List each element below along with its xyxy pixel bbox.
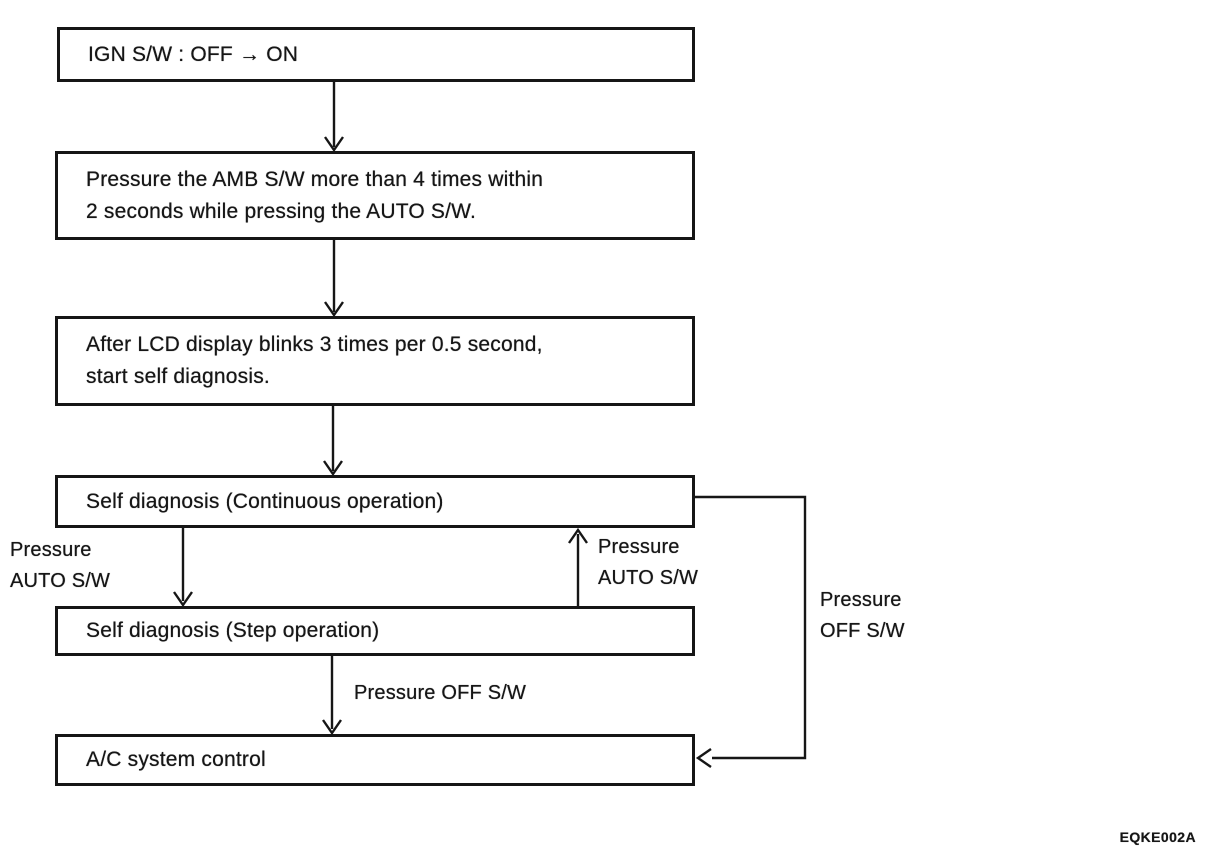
arrow-lcd-to-continuous <box>323 406 343 477</box>
flow-box-ac-system-control: A/C system control <box>55 734 695 786</box>
connector-continuous-to-ac-loop <box>695 495 807 768</box>
label-pressure-off-sw-loop: Pressure OFF S/W <box>820 589 905 642</box>
label-pressure-auto-sw-up: Pressure AUTO S/W <box>598 536 699 589</box>
arrow-continuous-to-step <box>173 528 193 608</box>
flow-box-lcd-blink-text: After LCD display blinks 3 times per 0.5… <box>86 333 543 388</box>
arrow-amb-to-lcd <box>324 240 344 318</box>
flow-box-lcd-blink: After LCD display blinks 3 times per 0.5… <box>55 316 695 406</box>
figure-code: EQKE002A <box>1119 829 1196 845</box>
flow-box-ac-system-control-text: A/C system control <box>86 748 266 771</box>
arrow-step-to-ac <box>322 656 342 736</box>
arrow-ign-to-amb <box>324 82 344 153</box>
flow-box-amb-switch: Pressure the AMB S/W more than 4 times w… <box>55 151 695 240</box>
flow-box-step-diagnosis: Self diagnosis (Step operation) <box>55 606 695 656</box>
flow-box-step-diagnosis-text: Self diagnosis (Step operation) <box>86 619 380 642</box>
label-pressure-off-sw-step: Pressure OFF S/W <box>354 682 527 704</box>
flow-box-amb-switch-text: Pressure the AMB S/W more than 4 times w… <box>86 167 544 223</box>
flow-box-ign-switch-text: IGN S/W : OFF → ON <box>88 42 299 66</box>
flow-box-continuous-diagnosis: Self diagnosis (Continuous operation) <box>55 475 695 528</box>
arrow-step-to-continuous <box>568 527 588 606</box>
flow-box-ign-switch: IGN S/W : OFF → ON <box>57 27 695 82</box>
label-pressure-auto-sw-down: Pressure AUTO S/W <box>10 539 111 592</box>
flow-box-continuous-diagnosis-text: Self diagnosis (Continuous operation) <box>86 489 444 513</box>
